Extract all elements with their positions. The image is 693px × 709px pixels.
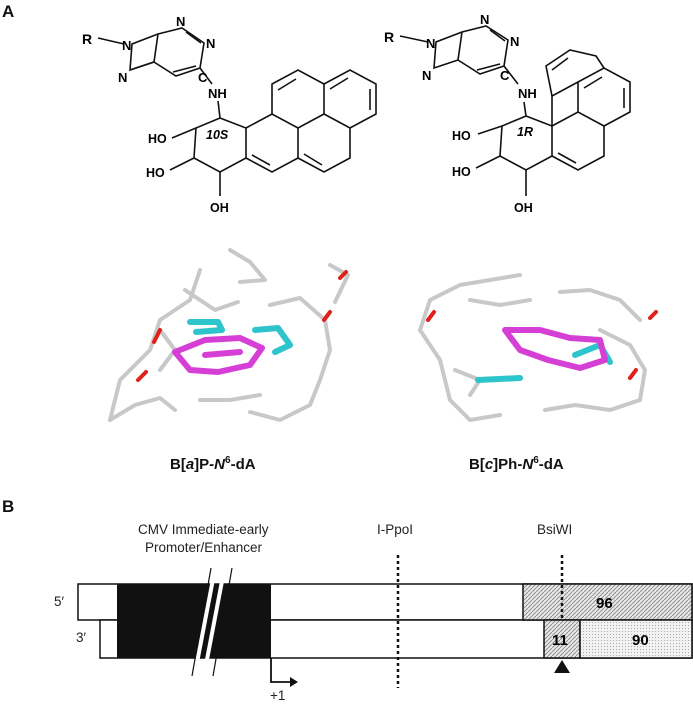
promoter-block <box>117 584 271 658</box>
left-stereo-label: 10S <box>206 128 229 142</box>
right-nh-label: NH <box>518 86 537 101</box>
right-n9-label: N <box>426 36 435 51</box>
segment-96 <box>522 583 693 621</box>
left-nh-label: NH <box>208 86 227 101</box>
bsiwi-label: BsiWI <box>537 522 573 537</box>
plasmid-diagram <box>77 555 693 688</box>
right-magenta-adduct <box>502 327 608 371</box>
right-structure <box>399 25 631 196</box>
right-aromatic-ring-1 <box>551 111 605 171</box>
left-oh1-label: HO <box>148 132 167 146</box>
break-mark-1 <box>194 573 216 669</box>
ippoi-label: I-PpoI <box>377 522 414 537</box>
strand-3-label: 3′ <box>76 630 87 645</box>
left-oh3-label: OH <box>210 201 229 215</box>
right-imidazole-ring <box>433 31 463 70</box>
right-aromatic-ring-4 <box>545 49 605 97</box>
segment-90-label: 90 <box>632 632 649 649</box>
left-c6-label: C <box>198 70 208 85</box>
left-aromatic-ring-3 <box>323 69 377 129</box>
right-cyan-lower <box>475 375 523 383</box>
left-aromatic-ring-2 <box>271 69 325 129</box>
panel-a-letter: A <box>2 2 15 21</box>
left-n9-label: N <box>122 38 131 53</box>
segment-90 <box>579 619 693 659</box>
left-n3-label: N <box>206 36 215 51</box>
bsiwi-cut-marker <box>554 660 570 673</box>
segment-11-label: 11 <box>552 632 568 649</box>
right-purine-ring <box>457 25 509 75</box>
right-3d-model <box>418 273 658 422</box>
left-3d-model <box>108 248 350 422</box>
right-stereo-label: 1R <box>517 125 533 139</box>
left-r-label: R <box>82 31 92 47</box>
caption-bap: B[a]P-N6-dA <box>170 455 256 473</box>
promoter-label-line-2: Promoter/Enhancer <box>145 540 263 555</box>
left-aromatic-ring-1 <box>245 113 299 173</box>
left-magenta-adduct <box>172 335 265 375</box>
left-n7-label: N <box>118 70 127 85</box>
break-mark-2 <box>203 575 225 671</box>
tss-label: +1 <box>270 688 286 703</box>
right-aromatic-ring-2 <box>577 67 631 127</box>
caption-bcph: B[c]Ph-N6-dA <box>469 455 564 473</box>
right-n3-label: N <box>510 34 519 49</box>
left-oh2-label: HO <box>146 166 165 180</box>
left-cyan-upper <box>187 319 225 335</box>
left-aromatic-ring-4 <box>297 128 351 173</box>
right-oh1-label: HO <box>452 129 471 143</box>
right-n1-label: N <box>480 12 489 27</box>
strand-5-label: 5′ <box>54 594 65 609</box>
left-n1-label: N <box>176 14 185 29</box>
left-cyan-right <box>252 325 293 355</box>
right-r-label: R <box>384 29 394 45</box>
panel-b-letter: B <box>2 497 15 516</box>
tss-arrow <box>270 658 292 683</box>
left-purine-ring <box>153 27 205 77</box>
right-c6-label: C <box>500 68 510 83</box>
promoter-label-line-1: CMV Immediate-early <box>138 522 269 537</box>
segment-96-label: 96 <box>596 595 613 612</box>
right-n7-label: N <box>422 68 431 83</box>
right-oh2-label: HO <box>452 165 471 179</box>
left-structure <box>97 27 377 196</box>
right-oh3-label: OH <box>514 201 533 215</box>
left-saturated-ring <box>193 117 247 173</box>
